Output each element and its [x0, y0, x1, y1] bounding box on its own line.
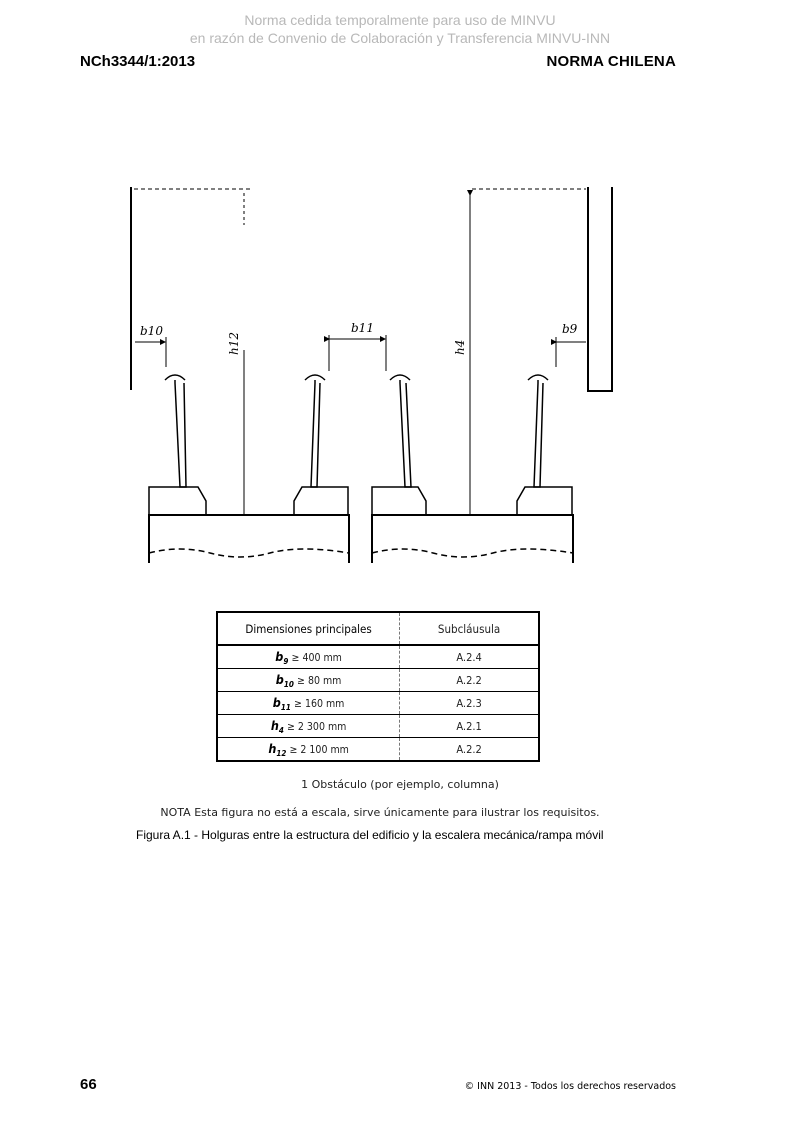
- dim-symbol: b: [272, 694, 281, 710]
- handrail-2: [304, 374, 326, 488]
- subclause-cell: A.2.1: [399, 714, 539, 738]
- dim-symbol: b: [275, 648, 284, 664]
- table-row: b11 ≥ 160 mm A.2.3: [217, 691, 539, 715]
- dim-value: ≥ 160 mm: [294, 697, 345, 710]
- label-b11: b11: [351, 321, 374, 335]
- skirt-4: [516, 486, 573, 515]
- table-row: h4 ≥ 2 300 mm A.2.1: [217, 714, 539, 738]
- watermark-line-1: Norma cedida temporalmente para uso de M…: [244, 12, 556, 28]
- dim-subscript: 10: [283, 679, 294, 689]
- dim-value: ≥ 2 300 mm: [287, 720, 347, 733]
- figure-caption: Figura A.1 - Holguras entre la estructur…: [136, 828, 604, 842]
- header-subclause: Subcláusula: [399, 612, 539, 646]
- dim-symbol: h: [268, 740, 277, 756]
- dim-subscript: 12: [276, 748, 287, 758]
- handrail-4: [527, 374, 549, 488]
- dim-subscript: 11: [280, 702, 291, 712]
- table-row: b10 ≥ 80 mm A.2.2: [217, 668, 539, 692]
- copyright-notice: © INN 2013 - Todos los derechos reservad…: [464, 1081, 676, 1092]
- subclause-cell: A.2.3: [399, 691, 539, 715]
- subclause-cell: A.2.2: [456, 742, 482, 756]
- table-row: h12 ≥ 2 100 mm A.2.2: [217, 737, 539, 761]
- skirt-2: [293, 486, 349, 515]
- skirt-3: [371, 486, 427, 515]
- table-header-row: Dimensiones principales Subcláusula: [217, 612, 539, 646]
- skirt-1: [148, 486, 207, 515]
- subclause-cell: A.2.4: [399, 645, 539, 669]
- dim-value: ≥ 400 mm: [291, 651, 342, 664]
- page-number: 66: [80, 1076, 97, 1093]
- label-h12: h12: [227, 332, 241, 355]
- dimensions-table: Dimensiones principales Subcláusula b9 ≥…: [216, 611, 540, 762]
- label-b10: b10: [140, 324, 163, 338]
- dim-subscript: 9: [283, 656, 289, 666]
- dim-value: ≥ 2 100 mm: [289, 743, 349, 756]
- label-b9: b9: [562, 322, 578, 336]
- clearance-figure: b10 b11 b9 h12 h4: [130, 187, 613, 563]
- label-h4: h4: [453, 340, 467, 355]
- handrail-1: [164, 374, 187, 488]
- header-dimensions: Dimensiones principales: [217, 612, 401, 646]
- dim-value: ≥ 80 mm: [297, 674, 342, 687]
- figure-note: NOTA Esta figura no está a escala, sirve…: [160, 806, 600, 819]
- obstacle-column: [587, 187, 613, 392]
- norm-label: NORMA CHILENA: [546, 53, 676, 70]
- table-row: b9 ≥ 400 mm A.2.4: [217, 645, 539, 669]
- figure-legend: 1 Obstáculo (por ejemplo, columna): [301, 778, 499, 791]
- handrail-3: [389, 374, 412, 488]
- floor-right: [371, 514, 574, 563]
- subclause-cell: A.2.2: [399, 668, 539, 692]
- dim-symbol: b: [275, 671, 284, 687]
- standard-code: NCh3344/1:2013: [80, 53, 196, 70]
- dim-subscript: 4: [278, 725, 284, 735]
- floor-left: [148, 514, 350, 563]
- watermark-line-2: en razón de Convenio de Colaboración y T…: [189, 30, 611, 46]
- dim-symbol: h: [270, 717, 279, 733]
